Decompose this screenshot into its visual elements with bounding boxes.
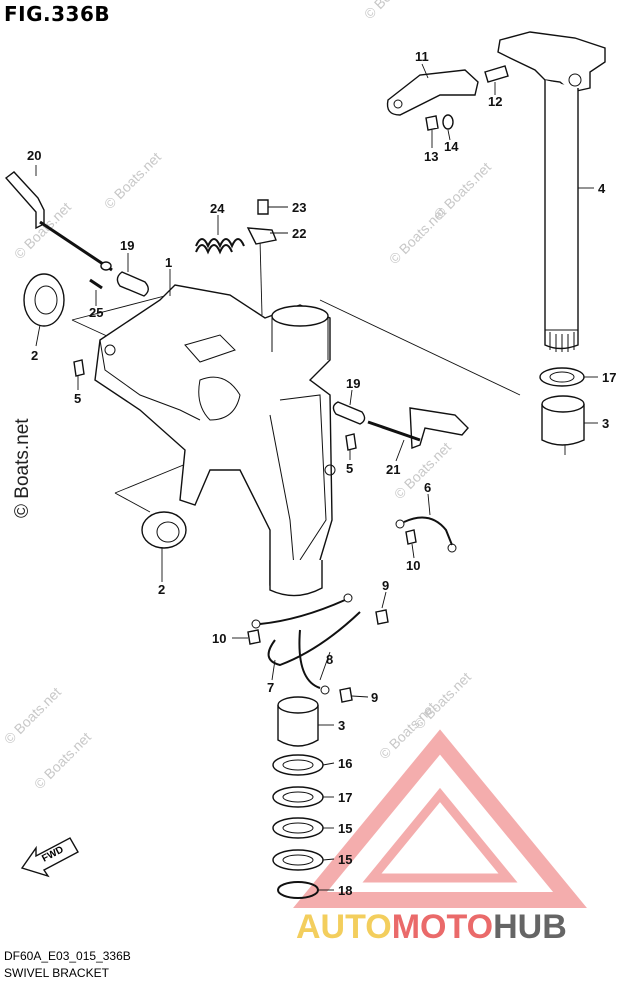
watermark-main: © Boats.net xyxy=(12,418,33,518)
callout-3b: 3 xyxy=(338,718,345,733)
callout-20: 20 xyxy=(27,148,41,163)
tilt-lever-lower xyxy=(367,407,469,449)
callout-8: 8 xyxy=(326,652,333,667)
callout-10a: 10 xyxy=(406,558,420,573)
callout-19b: 19 xyxy=(346,376,360,391)
callout-21: 21 xyxy=(386,462,400,477)
callout-16: 16 xyxy=(338,756,352,771)
callout-5b: 5 xyxy=(346,461,353,476)
callout-24: 24 xyxy=(210,201,225,216)
ground-wire-upper xyxy=(395,516,457,553)
callout-4: 4 xyxy=(598,181,606,196)
spring-assembly xyxy=(195,199,277,255)
watermark: © Boats.net xyxy=(101,149,164,212)
upper-bushing xyxy=(539,367,585,446)
watermark: © Boats.net xyxy=(31,729,94,792)
swivel-bracket xyxy=(94,284,336,597)
callout-6: 6 xyxy=(424,480,431,495)
grease-nipples xyxy=(73,359,357,451)
callout-labels: 11 12 13 14 4 20 24 23 22 19 1 25 2 5 17… xyxy=(27,49,616,898)
watermark: © Boats.net xyxy=(386,204,449,267)
callout-1: 1 xyxy=(165,255,172,270)
callout-10b: 10 xyxy=(212,631,226,646)
bushing-caps xyxy=(23,273,187,549)
bushings xyxy=(89,271,366,425)
callout-2b: 2 xyxy=(158,582,165,597)
figure-caption: SWIVEL BRACKET xyxy=(4,966,109,980)
callout-18: 18 xyxy=(338,883,352,898)
logo-text: AUTOMOTOHUB xyxy=(296,908,567,946)
callout-leaders xyxy=(35,63,598,891)
callout-3a: 3 xyxy=(602,416,609,431)
watermark: © Boats.net xyxy=(1,684,64,747)
lower-stack xyxy=(272,696,324,899)
callout-19a: 19 xyxy=(120,238,134,253)
callout-5a: 5 xyxy=(74,391,81,406)
watermark: © Boats.net xyxy=(361,0,424,22)
tilt-lever-upper xyxy=(4,171,113,272)
callout-14: 14 xyxy=(444,139,459,154)
callout-12: 12 xyxy=(488,94,502,109)
figure-title: FIG.336B xyxy=(4,2,111,26)
callout-15b: 15 xyxy=(338,852,352,867)
steering-shaft xyxy=(497,31,606,352)
callout-23: 23 xyxy=(292,200,306,215)
steering-plate xyxy=(386,65,509,131)
brand-logo: AUTOMOTOHUB xyxy=(293,729,587,946)
callout-13: 13 xyxy=(424,149,438,164)
callout-9a: 9 xyxy=(382,578,389,593)
callout-7: 7 xyxy=(267,680,274,695)
callout-25: 25 xyxy=(89,305,103,320)
drawing-code: DF60A_E03_015_336B xyxy=(4,949,131,963)
callout-9b: 9 xyxy=(371,690,378,705)
ground-wire-lower xyxy=(247,593,389,703)
callout-17a: 17 xyxy=(602,370,616,385)
callout-22: 22 xyxy=(292,226,306,241)
fwd-arrow: FWD xyxy=(20,837,79,878)
callout-15a: 15 xyxy=(338,821,352,836)
callout-17b: 17 xyxy=(338,790,352,805)
callout-2a: 2 xyxy=(31,348,38,363)
callout-11: 11 xyxy=(415,49,429,64)
